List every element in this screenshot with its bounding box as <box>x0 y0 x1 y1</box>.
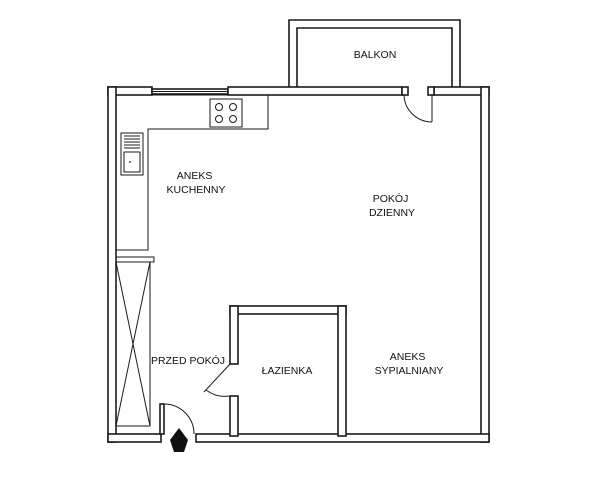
entrance-marker-icon <box>170 428 188 452</box>
bathroom-left-wall-lower <box>229 395 239 437</box>
wardrobe <box>115 256 155 427</box>
label-aneks-kuchenny: ANEKS KUCHENNY <box>167 170 226 196</box>
top-window <box>151 88 229 95</box>
bathroom-door <box>203 363 231 397</box>
label-przedpokoj: PRZED POKÓJ <box>151 354 225 367</box>
stove <box>209 98 243 128</box>
label-balkon: BALKON <box>354 49 397 61</box>
sink <box>120 132 144 176</box>
entrance-door <box>159 403 195 435</box>
bathroom-right-wall <box>337 305 347 437</box>
top-wall-middle <box>227 86 403 96</box>
bathroom-left-wall-upper <box>229 305 239 365</box>
burner-icon <box>215 115 223 123</box>
bottom-wall-left <box>107 433 162 443</box>
balcony-door <box>401 86 435 123</box>
room-labels: BALKON ANEKS KUCHENNY POKÓJ DZIENNY PRZE… <box>151 49 443 377</box>
right-wall <box>480 86 490 443</box>
label-pokoj-dzienny: POKÓJ DZIENNY <box>369 192 415 219</box>
burner-icon <box>215 103 223 111</box>
label-lazienka: ŁAZIENKA <box>262 365 313 377</box>
burner-icon <box>229 103 237 111</box>
kitchen-counter <box>116 94 269 251</box>
kitchen-counter-outline <box>116 94 269 251</box>
left-wall <box>107 86 117 443</box>
bathroom-top-wall <box>229 305 347 315</box>
burner-icon <box>229 115 237 123</box>
label-aneks-sypialniany: ANEKS SYPIALNIANY <box>375 351 444 377</box>
outer-walls <box>107 86 490 443</box>
sink-drain-icon <box>129 161 131 163</box>
sink-basin <box>123 151 141 173</box>
bathroom-walls <box>229 305 347 437</box>
